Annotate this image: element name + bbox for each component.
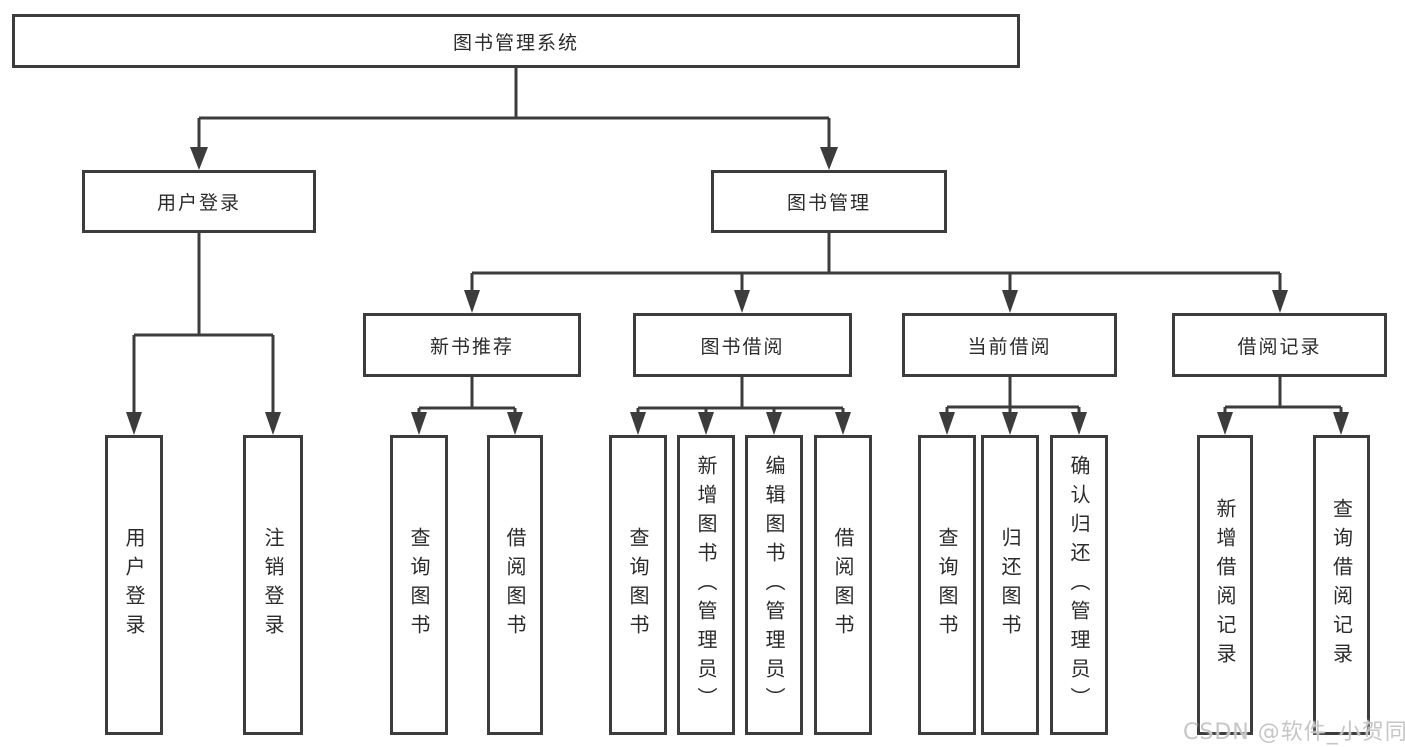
- leaf-return-books: 归还图书: [981, 435, 1039, 735]
- connector-user-login-to-children: [132, 233, 275, 414]
- arrowhead: [507, 412, 523, 435]
- leaf-logout: 注销登录: [243, 435, 303, 735]
- node-label: 查询借阅记录: [1329, 498, 1354, 672]
- arrowhead: [1002, 412, 1018, 435]
- node-library-management-system: 图书管理系统: [12, 14, 1020, 68]
- arrowhead: [1333, 412, 1349, 435]
- node-label: 查询图书: [407, 527, 431, 643]
- arrowhead: [820, 147, 838, 170]
- arrowhead: [630, 412, 646, 435]
- node-label: 归还图书: [998, 527, 1022, 643]
- node-label: 新书推荐: [429, 335, 514, 358]
- node-label: 注销登录: [261, 527, 285, 643]
- leaf-confirm-return-admin: 确认归还（管理员）: [1050, 435, 1108, 735]
- node-label: 用户登录: [122, 527, 146, 643]
- leaf-query-books-borrowing: 查询图书: [609, 435, 667, 735]
- arrowhead: [698, 412, 714, 435]
- arrowhead: [126, 412, 142, 435]
- arrowhead: [1272, 290, 1288, 313]
- arrowhead: [1002, 290, 1018, 313]
- arrowhead: [1217, 412, 1233, 435]
- node-book-management: 图书管理: [711, 170, 947, 233]
- node-label: 确认归还（管理员）: [1067, 454, 1091, 716]
- node-label: 查询图书: [935, 527, 959, 643]
- leaf-user-login: 用户登录: [105, 435, 163, 735]
- node-label: 借阅图书: [503, 527, 527, 643]
- arrowhead: [464, 290, 480, 313]
- node-label: 编辑图书（管理员）: [762, 454, 786, 716]
- node-book-borrowing: 图书借阅: [633, 313, 852, 377]
- node-user-login: 用户登录: [82, 170, 316, 233]
- node-label: 借阅记录: [1237, 335, 1322, 358]
- leaf-query-books-current: 查询图书: [918, 435, 976, 735]
- node-label: 用户登录: [156, 192, 241, 214]
- node-borrowing-records: 借阅记录: [1172, 313, 1387, 377]
- connector-root-to-level2: [197, 68, 831, 149]
- node-label: 图书管理: [786, 192, 871, 214]
- node-label: 新增图书（管理员）: [694, 454, 718, 716]
- arrowhead: [411, 412, 427, 435]
- connector-borrow-records-to-children: [1223, 377, 1343, 414]
- arrowhead: [1071, 412, 1087, 435]
- node-label: 借阅图书: [831, 527, 855, 643]
- node-new-book-recommend: 新书推荐: [363, 313, 581, 377]
- node-label: 查询图书: [626, 527, 650, 643]
- node-label: 当前借阅: [967, 335, 1052, 358]
- arrowheads: [126, 147, 1349, 435]
- node-label: 新增借阅记录: [1213, 498, 1237, 672]
- leaf-add-books-admin: 新增图书（管理员）: [677, 435, 735, 735]
- connector-book-borrow-to-children: [636, 377, 845, 414]
- connector-current-borrow-to-children: [945, 377, 1081, 414]
- arrowhead: [939, 412, 955, 435]
- connector-new-book-rec-to-children: [417, 377, 517, 414]
- node-current-borrowing: 当前借阅: [902, 313, 1117, 377]
- arrowhead: [835, 412, 851, 435]
- leaf-query-books-recommend: 查询图书: [390, 435, 448, 735]
- arrowhead: [190, 147, 208, 170]
- arrowhead: [734, 290, 750, 313]
- arrowhead: [766, 412, 782, 435]
- watermark: CSDN @软件_小贺同学: [1183, 720, 1405, 745]
- leaf-add-borrow-record: 新增借阅记录: [1197, 435, 1253, 735]
- node-label: 图书借阅: [700, 335, 785, 358]
- node-label: 图书管理系统: [452, 31, 579, 54]
- arrowhead: [265, 412, 281, 435]
- leaf-borrow-books-recommend: 借阅图书: [487, 435, 543, 735]
- leaf-edit-books-admin: 编辑图书（管理员）: [745, 435, 803, 735]
- leaf-query-borrow-record: 查询借阅记录: [1313, 435, 1370, 735]
- connector-book-mgmt-to-children: [470, 233, 1282, 292]
- leaf-borrow-books: 借阅图书: [814, 435, 872, 735]
